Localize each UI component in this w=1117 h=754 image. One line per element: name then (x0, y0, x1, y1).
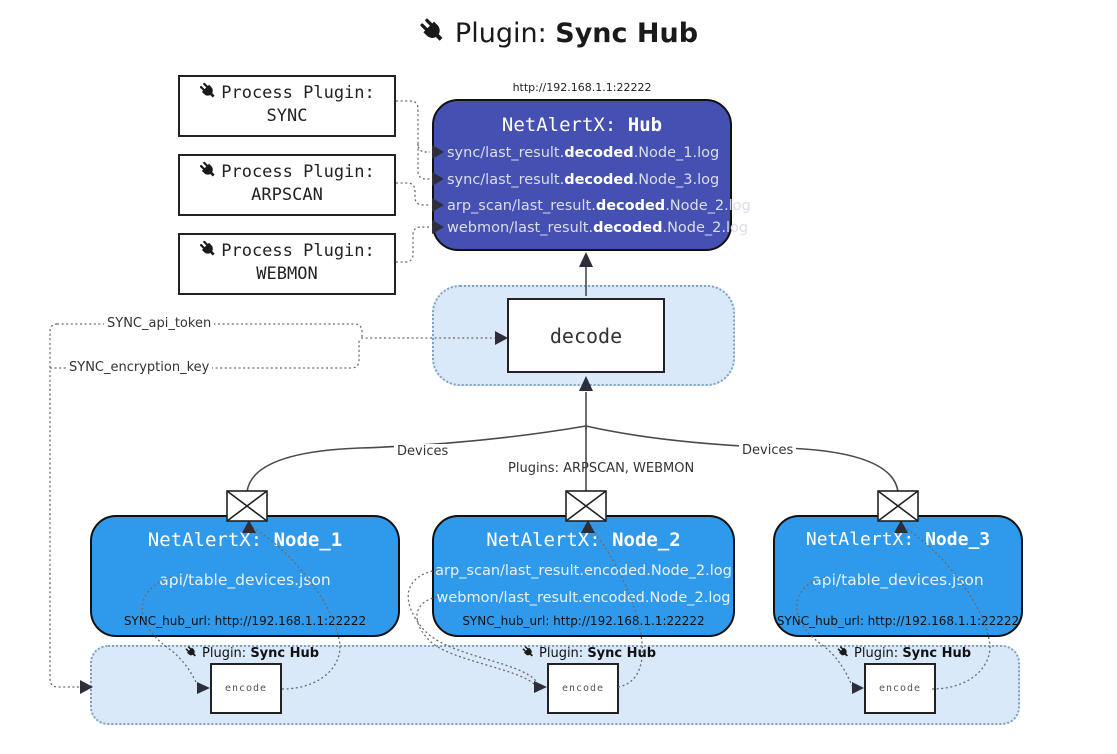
edge-label-devices-left: Devices (394, 444, 452, 459)
process-plugin-name: WEBMON (256, 264, 318, 284)
process-plugin-name: ARPSCAN (251, 185, 323, 205)
plugin-label-name: Sync Hub (902, 646, 972, 661)
plugin-label-prefix: Plugin: (539, 646, 588, 661)
hub-url-label: http://192.168.1.1:22222 (512, 81, 652, 94)
node-box-node1: NetAlertX: Node_1 api/table_devices.json… (90, 515, 400, 637)
node-box-node3: NetAlertX: Node_3 api/table_devices.json… (773, 515, 1023, 637)
log-bold: decoded (564, 145, 634, 161)
node-title-prefix: NetAlertX: (486, 529, 613, 551)
hub-box: NetAlertX: Hub sync/last_result.decoded.… (432, 99, 751, 251)
process-plugin-label: Process Plugin: (221, 83, 375, 103)
process-plugin-box-sync: Process Plugin: SYNC (178, 75, 396, 137)
node-box-node2: NetAlertX: Node_2 arp_scan/last_result.e… (432, 515, 735, 637)
label-sync-api-token: SYNC_api_token (104, 316, 215, 331)
node-title: NetAlertX: Node_1 (92, 529, 398, 551)
log-pre: sync/last_result. (447, 172, 565, 188)
plug-icon (200, 161, 215, 177)
node-file: arp_scan/last_result.encoded.Node_2.log (435, 563, 732, 579)
plug-icon (200, 240, 215, 256)
encode-box-1: encode (210, 663, 282, 714)
page-title-name: Sync Hub (555, 18, 699, 49)
plug-icon (200, 82, 215, 98)
node-hub-url: SYNC_hub_url: http://192.168.1.1:22222 (776, 614, 1020, 628)
process-plugin-box-webmon: Process Plugin: WEBMON (178, 233, 396, 295)
log-post: .Node_2.log (665, 198, 751, 214)
log-post: .Node_1.log (633, 145, 720, 161)
hub-log-row: sync/last_result.decoded.Node_1.log (447, 145, 732, 161)
hub-log-row: arp_scan/last_result.decoded.Node_2.log (447, 198, 751, 214)
node-title-name: Node_2 (612, 529, 681, 551)
plug-icon (837, 646, 848, 657)
process-plugin-name: SYNC (266, 106, 308, 126)
encode-box-3: encode (864, 663, 936, 714)
log-bold: decoded (593, 220, 663, 236)
encode-box-2: encode (547, 663, 619, 714)
encode-plugin-label-2: Plugin: Sync Hub (522, 645, 656, 661)
page-title-prefix: Plugin: (454, 18, 556, 49)
log-post: .Node_2.log (662, 220, 749, 236)
edge-label-devices-right: Devices (739, 443, 797, 458)
log-post: .Node_3.log (633, 172, 720, 188)
node-title-prefix: NetAlertX: (805, 529, 926, 550)
decode-box: decode (507, 298, 665, 373)
hub-title: NetAlertX: Hub (434, 114, 730, 136)
log-pre: sync/last_result. (447, 145, 565, 161)
log-bold: decoded (564, 172, 634, 188)
process-plugin-label: Process Plugin: (221, 241, 375, 261)
plug-icon (522, 646, 533, 657)
node-file: webmon/last_result.encoded.Node_2.log (436, 590, 731, 606)
log-bold: decoded (595, 198, 666, 214)
plugin-label-prefix: Plugin: (202, 646, 251, 661)
plugin-label-prefix: Plugin: (854, 646, 903, 661)
log-pre: webmon/last_result. (447, 220, 594, 236)
plugin-label-name: Sync Hub (250, 646, 320, 661)
node-hub-url: SYNC_hub_url: http://192.168.1.1:22222 (123, 614, 367, 628)
node-title-name: Node_3 (925, 529, 991, 550)
label-sync-encryption-key: SYNC_encryption_key (66, 360, 213, 375)
encode-plugin-label-3: Plugin: Sync Hub (837, 645, 971, 661)
hub-title-name: Hub (627, 114, 663, 136)
node-title-name: Node_1 (273, 529, 343, 551)
page-title: Plugin: Sync Hub (0, 16, 1117, 49)
plug-icon (420, 18, 443, 41)
edge-label-plugins-center: Plugins: ARPSCAN, WEBMON (508, 461, 695, 476)
node-file: api/table_devices.json (159, 571, 331, 589)
process-plugin-label: Process Plugin: (221, 162, 375, 182)
node-title-prefix: NetAlertX: (147, 529, 274, 551)
hub-title-prefix: NetAlertX: (501, 114, 628, 136)
hub-log-row: sync/last_result.decoded.Node_3.log (447, 172, 732, 188)
process-plugin-box-arpscan: Process Plugin: ARPSCAN (178, 154, 396, 216)
hub-log-row: webmon/last_result.decoded.Node_2.log (447, 220, 748, 236)
edge-tokens-to-encode-strip (49, 323, 93, 694)
plug-icon (185, 646, 196, 657)
plugin-label-name: Sync Hub (587, 646, 657, 661)
node-title: NetAlertX: Node_3 (775, 529, 1021, 550)
encode-plugin-label-1: Plugin: Sync Hub (185, 645, 319, 661)
log-pre: arp_scan/last_result. (447, 198, 596, 214)
node-hub-url: SYNC_hub_url: http://192.168.1.1:22222 (462, 614, 705, 628)
node-file: api/table_devices.json (812, 571, 984, 589)
node-title: NetAlertX: Node_2 (434, 529, 733, 551)
